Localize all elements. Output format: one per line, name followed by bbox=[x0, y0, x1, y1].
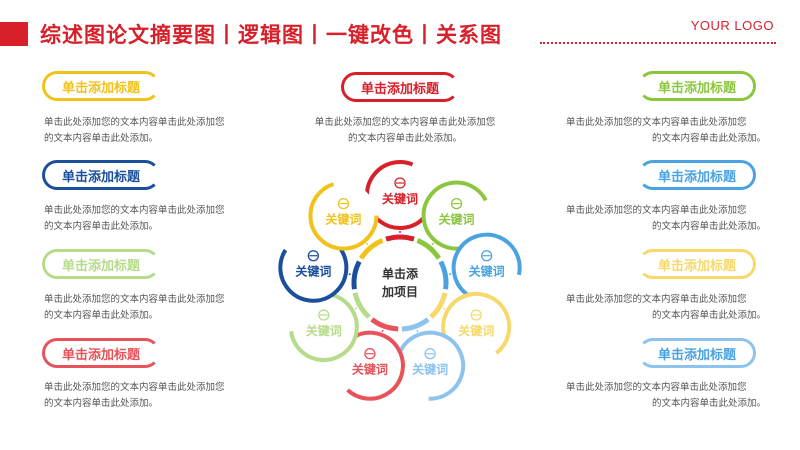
top-title-pill[interactable]: 单击添加标题 bbox=[341, 72, 459, 102]
network-icon bbox=[424, 348, 436, 360]
top-description: 单击此处添加您的文本内容单击此处添加您 的文本内容单击此处添加。 bbox=[305, 115, 505, 147]
right-desc-2-line2: 的文本内容单击此处添加。 bbox=[651, 221, 766, 232]
left-desc-4-line2: 的文本内容单击此处添加。 bbox=[44, 398, 159, 409]
dollar-coin-icon bbox=[307, 250, 319, 262]
right-title-pill-4[interactable]: 单击添加标题 bbox=[638, 338, 756, 368]
left-desc-3-line2: 的文本内容单击此处添加。 bbox=[44, 310, 159, 321]
right-title-3: 单击添加标题 bbox=[657, 258, 736, 274]
document-icon bbox=[470, 309, 482, 321]
petal-label: 关键词 bbox=[412, 362, 448, 377]
header-dotted-line bbox=[540, 42, 776, 44]
ring-segment-4 bbox=[429, 292, 448, 319]
right-desc-2-line1: 单击此处添加您的文本内容单击此处添加您 bbox=[566, 205, 747, 216]
logo: YOUR LOGO bbox=[690, 18, 774, 33]
left-description-4: 单击此处添加您的文本内容单击此处添加您 的文本内容单击此处添加。 bbox=[44, 380, 244, 412]
money-bag-icon bbox=[364, 348, 376, 360]
left-desc-2-line2: 的文本内容单击此处添加。 bbox=[44, 221, 159, 232]
page-title: 综述图论文摘要图丨逻辑图丨一键改色丨关系图 bbox=[40, 23, 502, 47]
petal-label: 关键词 bbox=[352, 362, 388, 377]
right-title-2: 单击添加标题 bbox=[657, 169, 736, 185]
right-description-4: 单击此处添加您的文本内容单击此处添加您 的文本内容单击此处添加。 bbox=[566, 380, 766, 412]
petal-label: 关键词 bbox=[469, 264, 505, 279]
keyword-petal-9[interactable]: 关键词 bbox=[308, 180, 379, 251]
right-desc-1-line2: 的文本内容单击此处添加。 bbox=[651, 133, 766, 144]
petal-label: 关键词 bbox=[306, 323, 342, 338]
left-title-1: 单击添加标题 bbox=[61, 80, 140, 96]
keyword-petal-4[interactable]: 关键词 bbox=[434, 285, 519, 370]
petal-circle bbox=[308, 180, 379, 251]
top-title: 单击添加标题 bbox=[360, 81, 439, 97]
petal-label: 关键词 bbox=[382, 191, 418, 206]
petal-label: 关键词 bbox=[325, 212, 361, 227]
right-desc-3-line2: 的文本内容单击此处添加。 bbox=[651, 310, 766, 321]
left-title-pill-2[interactable]: 单击添加标题 bbox=[42, 160, 160, 190]
right-description-2: 单击此处添加您的文本内容单击此处添加您 的文本内容单击此处添加。 bbox=[566, 203, 766, 235]
left-desc-1-line2: 的文本内容单击此处添加。 bbox=[44, 133, 159, 144]
right-title-pill-1[interactable]: 单击添加标题 bbox=[638, 71, 756, 101]
left-description-3: 单击此处添加您的文本内容单击此处添加您 的文本内容单击此处添加。 bbox=[44, 292, 244, 324]
left-description-1: 单击此处添加您的文本内容单击此处添加您 的文本内容单击此处添加。 bbox=[44, 115, 244, 147]
left-desc-1-line1: 单击此处添加您的文本内容单击此处添加您 bbox=[44, 117, 225, 128]
chart-icon bbox=[450, 197, 463, 210]
right-title-pill-2[interactable]: 单击添加标题 bbox=[638, 160, 756, 190]
growth-icon bbox=[318, 309, 330, 321]
ring-segment-8 bbox=[351, 260, 362, 290]
keyword-petal-2[interactable]: 关键词 bbox=[418, 177, 494, 253]
left-desc-3-line1: 单击此处添加您的文本内容单击此处添加您 bbox=[44, 294, 225, 305]
right-title-1: 单击添加标题 bbox=[657, 80, 736, 96]
right-desc-4-line1: 单击此处添加您的文本内容单击此处添加您 bbox=[566, 382, 747, 393]
ring-segment-1 bbox=[385, 234, 415, 242]
ring-segment-6 bbox=[370, 317, 399, 332]
bar-chart-icon bbox=[481, 250, 493, 262]
left-title-3: 单击添加标题 bbox=[61, 258, 140, 274]
center-label-line2: 加项目 bbox=[381, 284, 418, 299]
center-circle bbox=[360, 243, 440, 323]
ring-segment-2 bbox=[416, 238, 441, 260]
keyword-petal-3[interactable]: 关键词 bbox=[442, 223, 532, 313]
header-accent-bar bbox=[0, 22, 28, 46]
keyword-petal-7[interactable]: 关键词 bbox=[286, 289, 362, 365]
right-title-pill-3[interactable]: 单击添加标题 bbox=[638, 249, 756, 279]
watering-can-icon bbox=[394, 177, 406, 189]
right-description-1: 单击此处添加您的文本内容单击此处添加您 的文本内容单击此处添加。 bbox=[566, 115, 766, 147]
right-desc-1-line1: 单击此处添加您的文本内容单击此处添加您 bbox=[566, 117, 747, 128]
right-description-3: 单击此处添加您的文本内容单击此处添加您 的文本内容单击此处添加。 bbox=[566, 292, 766, 324]
left-title-4: 单击添加标题 bbox=[61, 347, 140, 363]
right-desc-4-line2: 的文本内容单击此处添加。 bbox=[651, 398, 766, 409]
right-desc-3-line1: 单击此处添加您的文本内容单击此处添加您 bbox=[566, 294, 747, 305]
center-label-line1: 单击添 bbox=[382, 266, 419, 281]
left-title-pill-1[interactable]: 单击添加标题 bbox=[42, 71, 160, 101]
left-title-pill-4[interactable]: 单击添加标题 bbox=[42, 338, 160, 368]
left-description-2: 单击此处添加您的文本内容单击此处添加您 的文本内容单击此处添加。 bbox=[44, 203, 244, 235]
petal-label: 关键词 bbox=[439, 212, 475, 227]
ring-segment-5 bbox=[401, 317, 430, 332]
petal-label: 关键词 bbox=[295, 264, 331, 279]
left-title-pill-3[interactable]: 单击添加标题 bbox=[42, 249, 160, 279]
left-desc-2-line1: 单击此处添加您的文本内容单击此处添加您 bbox=[44, 205, 225, 216]
top-desc-line1: 单击此处添加您的文本内容单击此处添加您 bbox=[314, 117, 496, 128]
team-icon bbox=[337, 197, 350, 210]
petal-label: 关键词 bbox=[458, 323, 494, 338]
ring-segment-7 bbox=[352, 292, 371, 319]
left-desc-4-line1: 单击此处添加您的文本内容单击此处添加您 bbox=[44, 382, 225, 393]
ring-segment-3 bbox=[438, 260, 449, 290]
right-title-4: 单击添加标题 bbox=[657, 347, 736, 363]
left-title-2: 单击添加标题 bbox=[61, 169, 140, 185]
top-desc-line2: 的文本内容单击此处添加。 bbox=[347, 133, 462, 144]
ring-segment-9 bbox=[359, 238, 384, 260]
